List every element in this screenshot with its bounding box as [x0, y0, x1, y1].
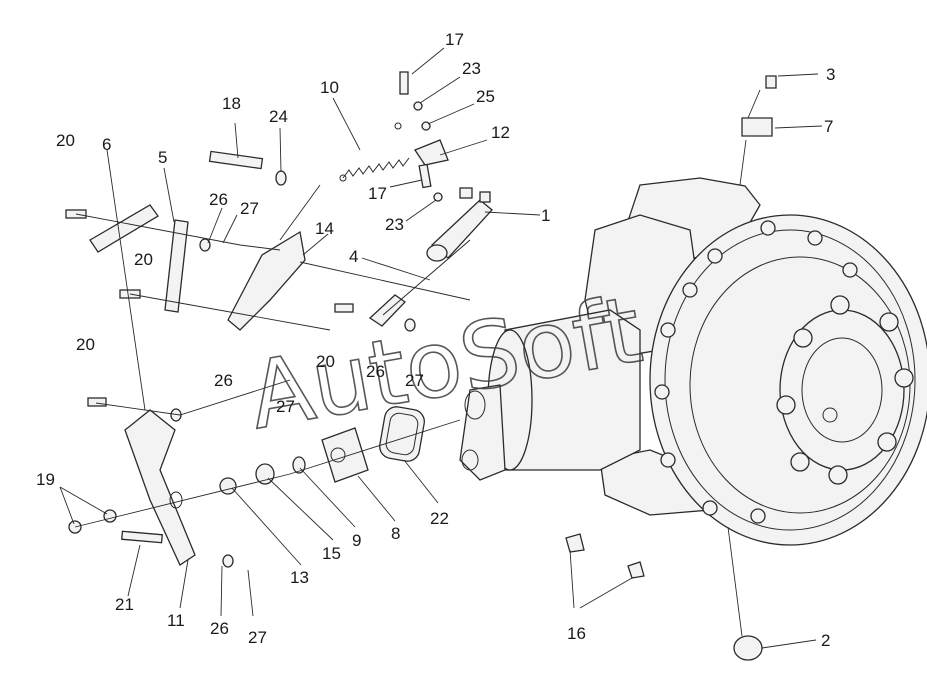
callout-labels: 1 2 3 4 5 6 7 8 9 10 11 12 13 14 15 16 1…: [36, 30, 835, 650]
leader-lines: [59, 47, 823, 649]
label-8: 8: [391, 524, 400, 543]
levers: [89, 204, 471, 566]
label-19: 19: [36, 470, 55, 489]
label-16: 16: [567, 624, 586, 643]
label-4: 4: [349, 247, 358, 266]
label-20-a: 20: [56, 131, 75, 150]
label-11: 11: [167, 611, 185, 630]
label-24: 24: [269, 107, 288, 126]
label-22: 22: [430, 509, 449, 528]
label-26-a: 26: [209, 190, 228, 209]
label-17-mid: 17: [368, 184, 387, 203]
label-20-b: 20: [134, 250, 153, 269]
label-27-d: 27: [248, 628, 267, 647]
upper-hardware: [399, 71, 777, 202]
label-20-c: 20: [76, 335, 95, 354]
label-3: 3: [826, 65, 835, 84]
label-6: 6: [102, 135, 111, 154]
label-17-top: 17: [445, 30, 464, 49]
main-housing: [584, 177, 927, 546]
spring: [339, 122, 410, 182]
label-5: 5: [158, 148, 167, 167]
label-15: 15: [322, 544, 341, 563]
label-1: 1: [541, 206, 550, 225]
hub-bolts: [776, 295, 914, 485]
label-21: 21: [115, 595, 134, 614]
label-10: 10: [320, 78, 339, 97]
label-20-d: 20: [316, 352, 335, 371]
label-14: 14: [315, 219, 334, 238]
label-23-top: 23: [462, 59, 481, 78]
label-12: 12: [491, 123, 510, 142]
flange-bolts: [654, 220, 858, 524]
label-23-mid: 23: [385, 215, 404, 234]
label-9: 9: [352, 531, 361, 550]
label-26-c: 26: [366, 362, 385, 381]
label-26-b: 26: [214, 371, 233, 390]
label-7: 7: [824, 117, 833, 136]
shaft-housing: [459, 309, 641, 481]
label-13: 13: [290, 568, 309, 587]
label-26-d: 26: [210, 619, 229, 638]
valve-cylinder: [426, 187, 493, 262]
label-27-c: 27: [405, 371, 424, 390]
label-18: 18: [222, 94, 241, 113]
label-2: 2: [821, 631, 830, 650]
label-27-b: 27: [276, 397, 295, 416]
label-25: 25: [476, 87, 495, 106]
label-27-a: 27: [240, 199, 259, 218]
